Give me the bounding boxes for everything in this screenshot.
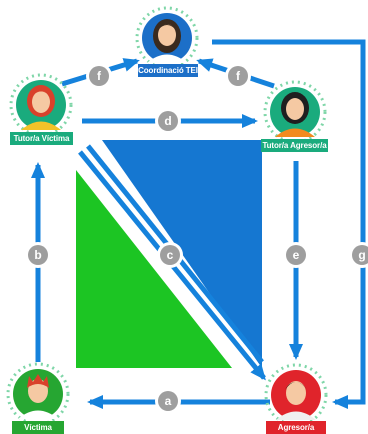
label-tutor-agresor: Tutor/a Agresor/a [261,139,328,152]
step-badge-b: b [28,245,48,265]
avatar-tutor-victima [9,73,73,137]
step-badge-f-right: f [228,66,248,86]
step-badge-f-left: f [89,66,109,86]
avatar-victima [6,362,70,426]
avatar-agresor [264,363,328,427]
arrow-g [212,39,366,409]
step-badge-g: g [352,245,368,265]
label-tutor-victima: Tutor/a Víctima [10,132,73,145]
arrow-c2 [78,150,266,381]
step-badge-d: d [158,111,178,131]
label-agresor: Agresor/a [266,421,326,434]
label-victima: Víctima [12,421,64,434]
step-badge-e: e [286,245,306,265]
step-badge-a: a [158,391,178,411]
green-triangle [76,170,232,368]
avatar-tutor-agresor [263,80,327,144]
step-badge-c: c [160,245,180,265]
avatar-coordinacio [135,6,199,70]
label-coordinacio: Coordinació TEI [138,64,198,77]
